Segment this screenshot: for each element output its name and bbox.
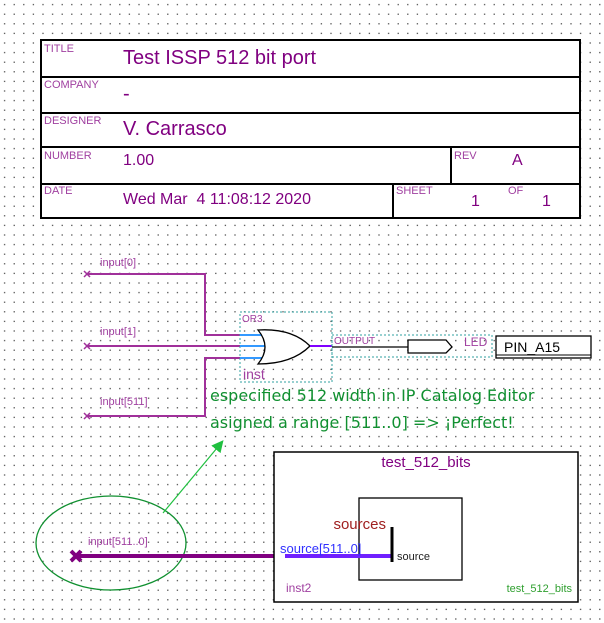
or3-gate[interactable]: OR3 inst xyxy=(239,311,333,383)
sheet-label: SHEET xyxy=(396,185,433,197)
output-port: OUTPUT xyxy=(334,336,375,347)
designer-label: DESIGNER xyxy=(44,115,102,127)
module-port: source xyxy=(397,551,430,563)
pin-value: PIN_A15 xyxy=(504,339,560,355)
sheet-value: 1 xyxy=(471,193,480,210)
company-label: COMPANY xyxy=(44,79,99,91)
title-block[interactable]: TITLE Test ISSP 512 bit port COMPANY - D… xyxy=(40,39,581,219)
number-value: 1.00 xyxy=(123,152,154,169)
pin-assignment[interactable] xyxy=(495,335,592,359)
highlight-ellipse xyxy=(35,495,187,591)
of-value: 1 xyxy=(542,193,551,210)
output-name: LED xyxy=(464,335,488,349)
date-value: Wed Mar 4 11:08:12 2020 xyxy=(123,191,311,208)
module-group: sources xyxy=(333,516,386,533)
of-label: OF xyxy=(508,185,524,197)
gate-instance: inst xyxy=(243,366,265,382)
rev-label: REV xyxy=(454,150,477,162)
input-0-label: input[0] xyxy=(100,257,136,269)
input-511-label: input[511] xyxy=(100,396,148,408)
date-label: DATE xyxy=(44,185,73,197)
wire-input-511 xyxy=(87,357,240,417)
module-test-512-bits[interactable]: test_512_bits sources source[511..0] sou… xyxy=(273,451,579,603)
annotation-line2: asigned a range [511..0] => ¡Perfect! xyxy=(210,413,514,432)
designer-value: V. Carrasco xyxy=(123,118,227,140)
module-entity: test_512_bits xyxy=(507,583,573,595)
company-value: - xyxy=(123,83,130,105)
wire-input-0 xyxy=(87,273,240,336)
annotation-line1: especified 512 width in IP Catalog Edito… xyxy=(210,386,535,405)
output-pin[interactable]: OUTPUT LED PIN_A15 xyxy=(331,334,592,359)
number-label: NUMBER xyxy=(44,150,92,162)
module-instance: inst2 xyxy=(286,581,312,595)
input-pins[interactable]: input[0] input[1] input[511] xyxy=(83,257,240,420)
module-bus-label: source[511..0] xyxy=(280,541,361,556)
title-label: TITLE xyxy=(44,43,74,55)
title-value: Test ISSP 512 bit port xyxy=(123,47,317,69)
module-title: test_512_bits xyxy=(381,454,470,471)
input-1-label: input[1] xyxy=(100,326,136,338)
annotation-arrow xyxy=(162,440,224,514)
bus-input-label: input[511..0] xyxy=(88,536,148,548)
rev-value: A xyxy=(512,152,523,169)
gate-type: OR3 xyxy=(242,314,263,325)
